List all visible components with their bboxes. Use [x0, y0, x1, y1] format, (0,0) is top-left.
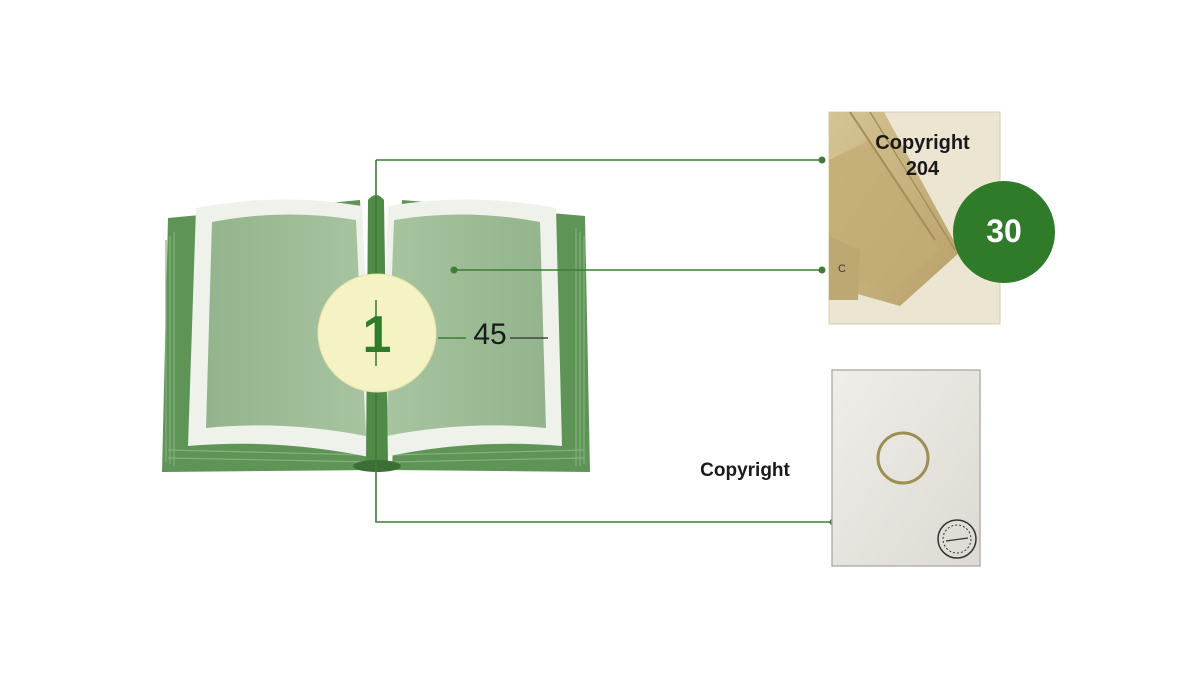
- svg-text:C: C: [838, 263, 846, 275]
- envelope-card: C: [828, 111, 1001, 325]
- badge-one-label: 1: [362, 306, 392, 364]
- envelope-caption-line2: 204: [905, 158, 940, 180]
- page-number-label: 45: [473, 318, 507, 351]
- ring-icon: [876, 431, 930, 485]
- certificate-card: [831, 369, 981, 567]
- open-book-icon: [162, 195, 590, 472]
- seal-stamp-icon: [937, 519, 977, 559]
- badge-thirty-label: 30: [986, 213, 1022, 249]
- certificate-caption: Copyright: [700, 460, 790, 481]
- badge-one: [317, 273, 437, 393]
- envelope-caption: Copyright 204: [835, 130, 1010, 182]
- badge-thirty: [953, 181, 1055, 283]
- envelope-caption-line1: Copyright: [875, 132, 970, 154]
